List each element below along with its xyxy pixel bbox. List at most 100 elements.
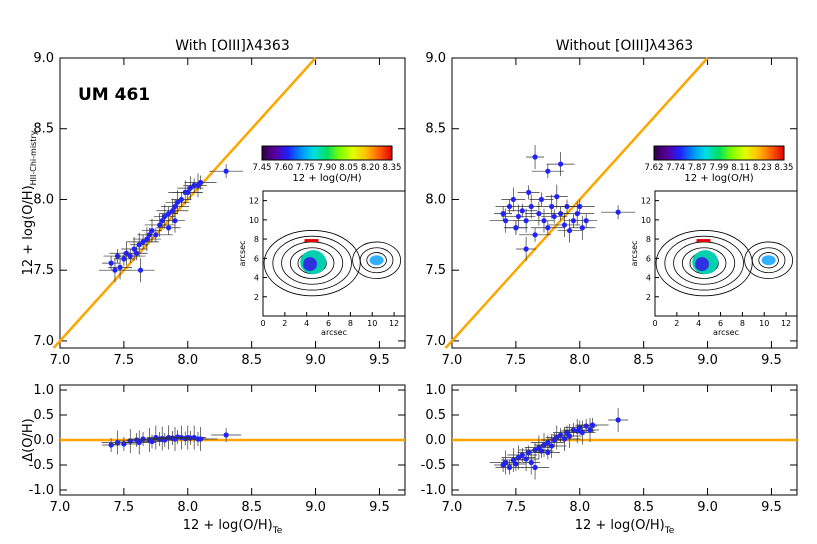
x-axis-label-sub: Te: [664, 526, 675, 536]
data-point: [140, 239, 146, 245]
y-tick-label: 7.0: [33, 334, 54, 349]
colorbar: [653, 145, 785, 161]
data-point: [523, 246, 529, 252]
inset-x-label: arcsec: [321, 328, 347, 337]
data-point: [197, 179, 204, 186]
colorbar: [261, 145, 393, 161]
data-point: [121, 256, 127, 262]
data-point: [127, 253, 133, 259]
data-point: [549, 443, 555, 449]
inset-x-tick-label: 4: [304, 319, 309, 328]
y-tick-label: -1.0: [421, 483, 446, 498]
data-point: [566, 433, 573, 439]
abundance-patch-secondary: [761, 255, 776, 266]
y-tick-label: 9.0: [33, 51, 54, 66]
data-point: [579, 225, 585, 231]
data-point: [500, 211, 506, 217]
contour-ring: [664, 235, 744, 291]
data-point: [510, 196, 516, 203]
inset-x-tick-label: 12: [389, 319, 399, 328]
y-tick-label: 7.5: [425, 263, 446, 278]
x-tick-label: 9.5: [369, 353, 390, 368]
x-tick-label: 7.5: [506, 500, 527, 515]
data-point: [223, 432, 229, 438]
y-tick-label: 8.5: [425, 122, 446, 137]
colorbar-tick-label: 8.05: [339, 163, 358, 173]
x-tick-label: 7.5: [114, 500, 135, 515]
inset-y-tick-label: 8: [646, 235, 651, 244]
abundance-patch-core: [302, 257, 317, 272]
data-point: [506, 464, 513, 471]
data-point: [513, 225, 519, 231]
data-point: [545, 168, 551, 174]
abundance-patch-core: [694, 257, 709, 272]
inset-y-tick-label: 6: [646, 254, 651, 263]
data-point: [558, 432, 564, 438]
data-point: [137, 267, 144, 273]
x-tick-label: 8.5: [633, 353, 654, 368]
data-point: [551, 213, 557, 220]
x-tick-label: 8.5: [633, 500, 654, 515]
data-point: [197, 436, 204, 442]
inset-x-tick-label: 8: [348, 319, 353, 328]
inset-y-tick-label: 12: [249, 197, 259, 206]
one-to-one-line: [52, 57, 317, 349]
data-point: [554, 194, 560, 200]
inset-x-tick-label: 0: [260, 319, 265, 328]
x-tick-label: 8.0: [569, 500, 590, 515]
data-point: [519, 452, 525, 458]
data-point: [108, 442, 114, 448]
inset-map: [262, 190, 406, 317]
abundance-patch-secondary: [369, 255, 384, 266]
data-point: [545, 225, 551, 231]
x-tick-label: 9.0: [305, 500, 326, 515]
data-point: [174, 199, 181, 205]
data-point: [574, 211, 580, 217]
data-point: [136, 242, 142, 248]
data-point: [587, 427, 593, 433]
inset-y-tick-label: 4: [254, 274, 259, 283]
panel-title: Without [OIII]λ4363: [556, 38, 693, 54]
data-point: [583, 218, 589, 224]
contour-ring: [681, 247, 727, 279]
data-point: [566, 227, 573, 234]
contour-ring: [352, 241, 402, 279]
inset-x-tick-label: 0: [652, 319, 657, 328]
data-point: [169, 208, 176, 214]
inset-y-tick-label: 8: [254, 235, 259, 244]
data-point: [528, 459, 534, 466]
x-tick-label: 8.0: [569, 353, 590, 368]
x-tick-label: 8.5: [241, 353, 262, 368]
data-point: [615, 209, 621, 215]
data-point: [503, 218, 509, 224]
data-point: [538, 196, 545, 203]
data-point: [528, 203, 534, 210]
data-point: [172, 203, 178, 210]
inset-map: [654, 190, 798, 317]
data-point: [589, 422, 596, 428]
y-tick-label: -1.0: [29, 483, 54, 498]
inset-x-tick-label: 2: [674, 319, 679, 328]
data-point: [536, 211, 542, 217]
x-tick-label: 7.0: [50, 500, 71, 515]
data-point: [157, 222, 163, 228]
contour-ring: [751, 247, 786, 274]
x-tick-label: 9.0: [697, 500, 718, 515]
data-point: [134, 250, 140, 256]
y-tick-label: 0.0: [425, 433, 446, 448]
colorbar-tick-label: 7.90: [318, 163, 337, 173]
data-point: [526, 189, 532, 195]
inset-x-tick-label: 6: [718, 319, 723, 328]
inset-y-label: arcsec: [238, 241, 247, 267]
contour-ring: [744, 241, 794, 279]
colorbar-tick-label: 7.74: [666, 163, 685, 173]
y-tick-label: 0.5: [425, 408, 446, 423]
abundance-patch-high: [696, 239, 711, 243]
y-tick-label: -0.5: [29, 458, 54, 473]
data-point: [136, 439, 142, 446]
data-point: [144, 236, 150, 242]
inset-x-tick-label: 2: [282, 319, 287, 328]
contour-ring: [272, 235, 352, 291]
y-tick-label: 7.5: [33, 263, 54, 278]
x-tick-label: 9.5: [761, 353, 782, 368]
